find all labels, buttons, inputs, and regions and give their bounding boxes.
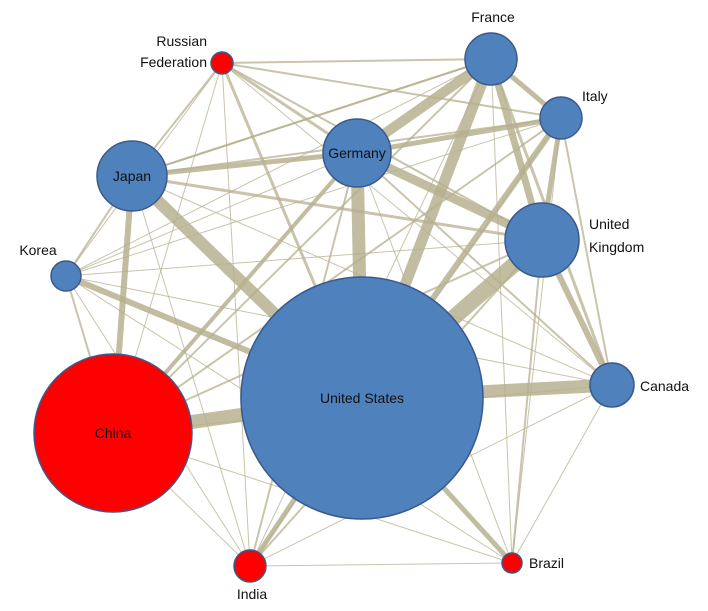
edge-india-brazil [249, 562, 513, 567]
node-germany[interactable] [322, 118, 392, 188]
edge-japan-germany [131, 150, 358, 179]
node-label-japan: Japan [113, 168, 151, 184]
node-brazil[interactable] [501, 552, 523, 574]
node-label-line: Russian [156, 33, 207, 49]
node-label-china: China [95, 425, 132, 441]
node-korea[interactable] [50, 260, 82, 292]
node-label-line: Kingdom [589, 239, 644, 255]
edge-canada-brazil [511, 384, 613, 564]
node-italy[interactable] [539, 96, 583, 140]
edge-france-russia [221, 58, 492, 64]
node-japan[interactable] [96, 140, 168, 212]
edge-italy-korea [65, 117, 562, 277]
edge-germany-canada [356, 152, 613, 386]
node-label-korea: Korea [19, 242, 57, 258]
edge-russia-india [221, 62, 251, 567]
node-label-france: France [471, 9, 515, 25]
node-label-line: Federation [140, 54, 207, 70]
node-label-canada: Canada [640, 378, 689, 394]
node-label-italy: Italy [582, 88, 608, 104]
edge-uk-korea [65, 239, 543, 277]
edge-canada-russia [221, 62, 613, 386]
node-india[interactable] [233, 549, 267, 583]
edge-italy-russia [221, 62, 562, 119]
edge-china-france [112, 58, 492, 434]
node-canada[interactable] [589, 362, 635, 408]
edge-france-brazil [490, 58, 513, 564]
edge-germany-korea [65, 152, 358, 277]
node-label-germany: Germany [328, 145, 386, 161]
node-france[interactable] [464, 32, 518, 86]
node-us[interactable] [240, 276, 484, 520]
node-label-india: India [237, 586, 268, 602]
node-label-brazil: Brazil [529, 555, 564, 571]
edge-uk-brazil [511, 239, 543, 564]
nodes-layer [33, 32, 635, 583]
edge-china-italy [112, 117, 562, 434]
node-china[interactable] [33, 353, 193, 513]
edge-japan-uk [131, 174, 543, 242]
edge-italy-canada [560, 117, 613, 386]
node-label-line: United [589, 216, 629, 232]
edge-france-japan [131, 58, 492, 177]
edge-italy-brazil [511, 117, 562, 564]
node-uk[interactable] [504, 202, 580, 278]
edge-japan-india [131, 175, 251, 567]
node-label-us: United States [320, 390, 404, 406]
node-russia[interactable] [210, 51, 234, 75]
